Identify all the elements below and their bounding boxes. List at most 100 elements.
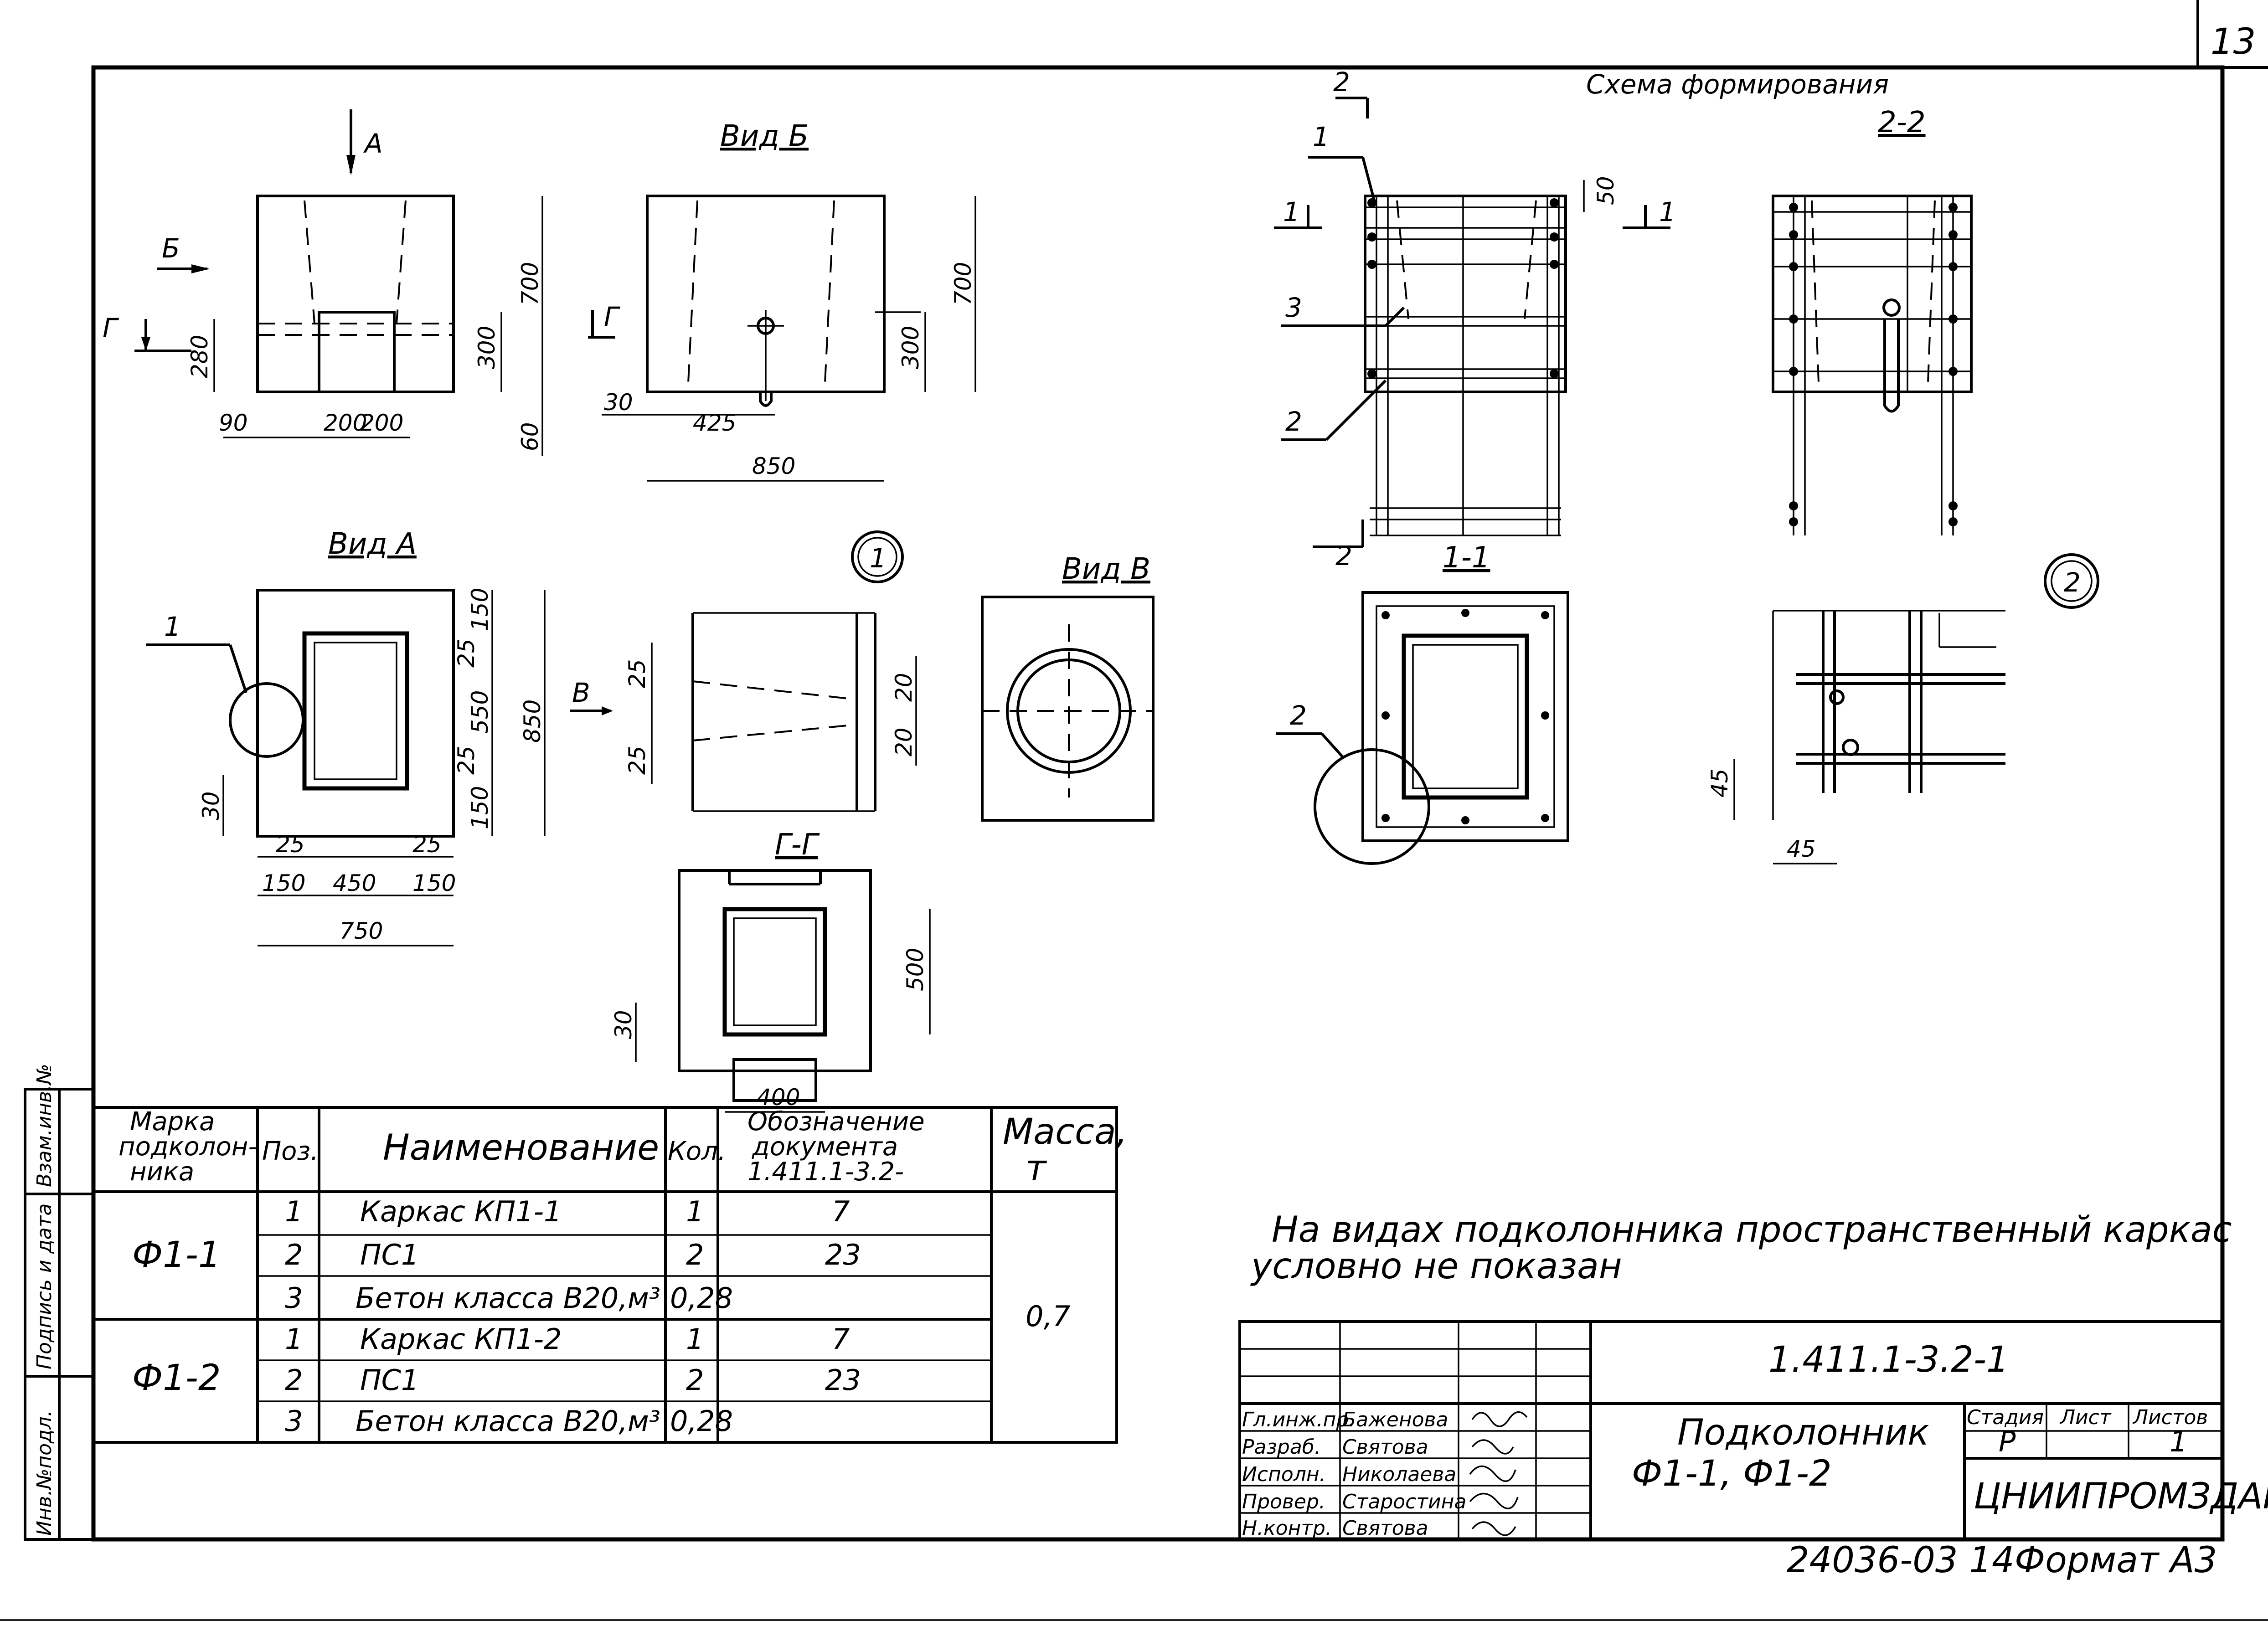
stage-header: Стадия bbox=[1967, 1406, 2044, 1429]
dim-30-a: 30 bbox=[198, 791, 224, 820]
role-4: Провер. bbox=[1242, 1490, 1325, 1513]
g2-r3-name: Бетон класса В20,м³ bbox=[356, 1404, 660, 1438]
g1-r1-doc: 7 bbox=[832, 1195, 850, 1228]
scheme-title: Схема формирования bbox=[1586, 69, 1889, 100]
dim-850-b: 850 bbox=[752, 453, 795, 479]
note-line-2: условно не показан bbox=[1250, 1246, 1622, 1287]
dim-425: 425 bbox=[693, 410, 736, 436]
dim-25-a-right: 25 bbox=[412, 831, 442, 858]
section-1-1: 1-1 2 bbox=[1276, 541, 1569, 865]
g2-r2-name: ПС1 bbox=[360, 1363, 419, 1397]
format-label: Формат А3 bbox=[2015, 1540, 2217, 1581]
hdr-mark-3: ника bbox=[130, 1157, 194, 1187]
g2-r2-doc: 23 bbox=[825, 1363, 861, 1397]
view-b: Вид Б Г 700 300 30 425 850 bbox=[588, 119, 976, 482]
formation-scheme: Схема формирования 2 1 bbox=[1274, 67, 1889, 571]
dim-25-n1-top: 25 bbox=[624, 659, 650, 688]
dim-300-b: 300 bbox=[897, 326, 924, 369]
dim-25-a-left: 25 bbox=[276, 831, 305, 858]
name-4: Старостина bbox=[1342, 1490, 1466, 1513]
g2-r1-name: Каркас КП1-2 bbox=[360, 1322, 562, 1356]
arrow-v-label: В bbox=[572, 677, 590, 708]
hdr-doc-3: 1.411.1-3.2- bbox=[747, 1157, 904, 1187]
mass-value: 0,7 bbox=[1026, 1300, 1071, 1333]
hdr-mark-1: Марка bbox=[130, 1107, 215, 1137]
node-1-number: 1 bbox=[870, 543, 887, 574]
page-number: 13 bbox=[2211, 21, 2256, 62]
view-b-title: Вид Б bbox=[720, 119, 809, 153]
dim-200-right: 200 bbox=[360, 410, 403, 436]
sheets-value: 1 bbox=[2170, 1425, 2187, 1458]
view-a: Вид А 1 850 150 25 550 25 150 В 30 25 25… bbox=[146, 527, 613, 947]
name-1: Баженова bbox=[1342, 1408, 1448, 1431]
dim-90: 90 bbox=[219, 410, 248, 436]
dim-150-a-right: 150 bbox=[412, 870, 456, 896]
cut-1-right-label: 1 bbox=[1659, 196, 1676, 227]
cut-2-top-label: 2 bbox=[1333, 67, 1350, 98]
hdr-mass-1: Масса, bbox=[1003, 1111, 1127, 1152]
title-line-1: Подколонник bbox=[1677, 1412, 1929, 1453]
dim-150-a-left: 150 bbox=[262, 870, 305, 896]
group-1-mark: Ф1-1 bbox=[132, 1235, 221, 1276]
side-stamp: Инв.№подл. Подпись и дата Взам.инв.№ bbox=[24, 1064, 95, 1541]
dim-45-n2-vertical: 45 bbox=[1706, 768, 1733, 797]
doc-code: 1.411.1-3.2-1 bbox=[1768, 1339, 2009, 1380]
arrow-a-label: А bbox=[363, 128, 383, 159]
dim-30-gg: 30 bbox=[610, 1010, 637, 1039]
spec-table: Марка подколон- ника Поз. Наименование К… bbox=[92, 1106, 1127, 1444]
dim-450: 450 bbox=[333, 870, 376, 896]
callout-1-scheme: 1 bbox=[1313, 121, 1330, 152]
stamp-signature-date: Подпись и дата bbox=[33, 1204, 56, 1369]
g2-r1-qty: 1 bbox=[686, 1322, 704, 1356]
g1-r2-qty: 2 bbox=[686, 1238, 704, 1271]
role-5: Н.контр. bbox=[1242, 1517, 1332, 1540]
name-2: Святова bbox=[1342, 1435, 1428, 1459]
dim-700-b: 700 bbox=[950, 262, 976, 305]
section-22-title: 2-2 bbox=[1878, 106, 1926, 139]
node-2-number: 2 bbox=[2064, 567, 2081, 598]
view-v-title: Вид В bbox=[1062, 552, 1150, 586]
g1-r2-pos: 2 bbox=[285, 1238, 303, 1271]
stage-value: Р bbox=[1999, 1425, 2016, 1458]
sheet-header: Лист bbox=[2059, 1406, 2112, 1429]
dim-850-a: 850 bbox=[519, 700, 546, 743]
stamp-replace-inv: Взам.инв.№ bbox=[33, 1064, 56, 1187]
dim-750: 750 bbox=[340, 918, 383, 944]
dim-150-a-top: 150 bbox=[467, 588, 493, 631]
dim-200-left: 200 bbox=[324, 410, 367, 436]
g1-r1-pos: 1 bbox=[285, 1195, 303, 1228]
g2-r1-doc: 7 bbox=[832, 1322, 850, 1356]
arrow-b-label: Б bbox=[162, 233, 180, 264]
g1-r2-name: ПС1 bbox=[360, 1238, 419, 1271]
front-view: А Б Г 280 700 300 90 200 200 60 bbox=[103, 109, 543, 456]
signatures bbox=[1469, 1411, 1528, 1536]
g2-r1-pos: 1 bbox=[285, 1322, 303, 1356]
g2-r3-qty: 0,28 bbox=[670, 1404, 733, 1438]
g1-r3-pos: 3 bbox=[285, 1281, 303, 1315]
archive-number: 24036-03 14 bbox=[1787, 1540, 2015, 1581]
g1-r1-qty: 1 bbox=[686, 1195, 704, 1228]
stamp-inv-number: Инв.№подл. bbox=[33, 1410, 56, 1536]
role-1: Гл.инж.пр. bbox=[1242, 1408, 1355, 1431]
dim-25-a-top: 25 bbox=[453, 638, 479, 668]
hdr-pos: Поз. bbox=[262, 1137, 319, 1166]
section-11-title: 1-1 bbox=[1443, 541, 1490, 575]
dim-25-a-bottom: 25 bbox=[453, 746, 479, 775]
title-block: 1.411.1-3.2-1 Подколонник Ф1-1, Ф1-2 Ста… bbox=[1238, 1320, 2268, 1541]
callout-2-scheme: 2 bbox=[1285, 406, 1302, 437]
node-1-detail: 1 25 25 20 20 bbox=[624, 530, 917, 812]
group-2-mark: Ф1-2 bbox=[132, 1358, 221, 1399]
note-line-1: На видах подколонника пространственный к… bbox=[1272, 1209, 2232, 1250]
dim-45-n2-horizontal: 45 bbox=[1787, 836, 1816, 862]
name-3: Николаева bbox=[1342, 1463, 1456, 1486]
role-2: Разраб. bbox=[1242, 1435, 1321, 1459]
dim-20-n1-bottom: 20 bbox=[891, 727, 917, 756]
node-2-detail: 2 45 45 bbox=[1706, 553, 2099, 864]
organization: ЦНИИПРОМЗДАНИЙ bbox=[1974, 1475, 2268, 1517]
section-gg-title: Г-Г bbox=[775, 828, 820, 862]
hdr-doc-2: документа bbox=[752, 1132, 898, 1162]
role-3: Исполн. bbox=[1242, 1463, 1326, 1486]
dim-280: 280 bbox=[186, 335, 213, 378]
